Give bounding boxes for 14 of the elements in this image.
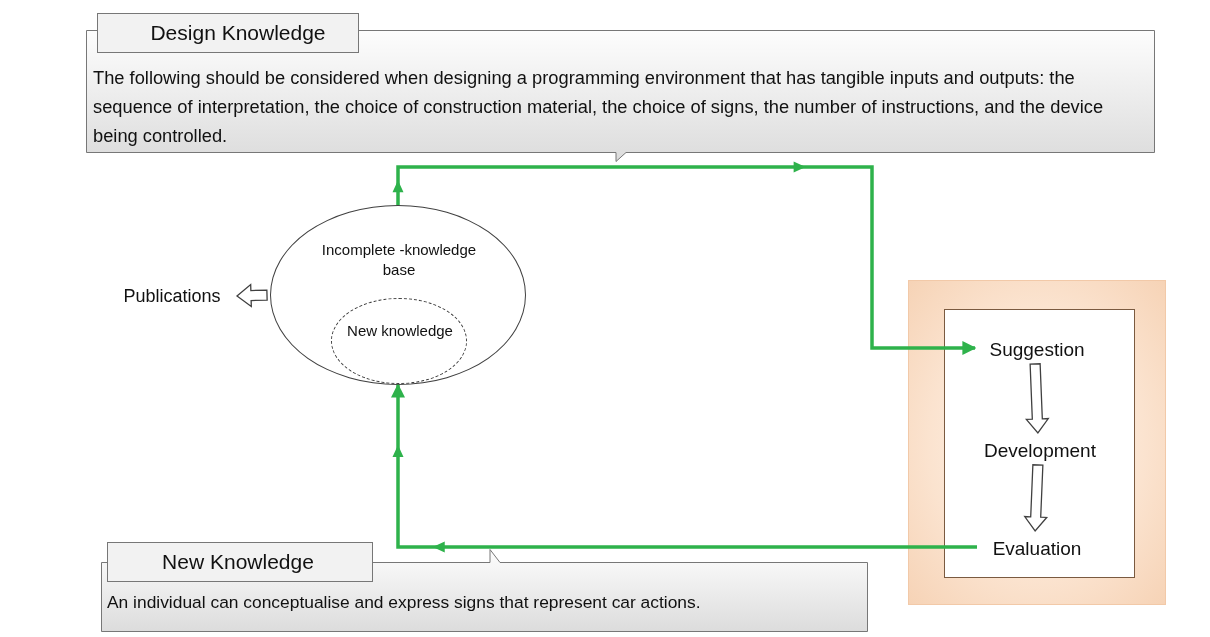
callout-heading: New Knowledge	[161, 549, 315, 575]
callout-text: The following should be considered when designing a programming environment that has tangible inputs and outputs: the sequence of interpretation, the choice of construction material, the choice of signs, the number of instructions, and the device being controlled.	[93, 66, 1105, 148]
ellipse-label: Incomplete -knowledge base	[320, 240, 478, 280]
highlight-band	[908, 280, 1166, 605]
step-label: Suggestion	[988, 338, 1086, 362]
node-label: Publications	[122, 285, 222, 308]
process-box	[944, 309, 1135, 578]
step-label: Evaluation	[991, 537, 1083, 561]
callout-box	[101, 542, 869, 633]
ellipse-label: New knowledge	[346, 321, 454, 341]
step-label: Development	[983, 439, 1097, 463]
callout-text: An individual can conceptualise and express signs that represent car actions.	[107, 591, 702, 614]
callout-box	[86, 13, 1156, 163]
callout-heading: Design Knowledge	[149, 20, 327, 46]
